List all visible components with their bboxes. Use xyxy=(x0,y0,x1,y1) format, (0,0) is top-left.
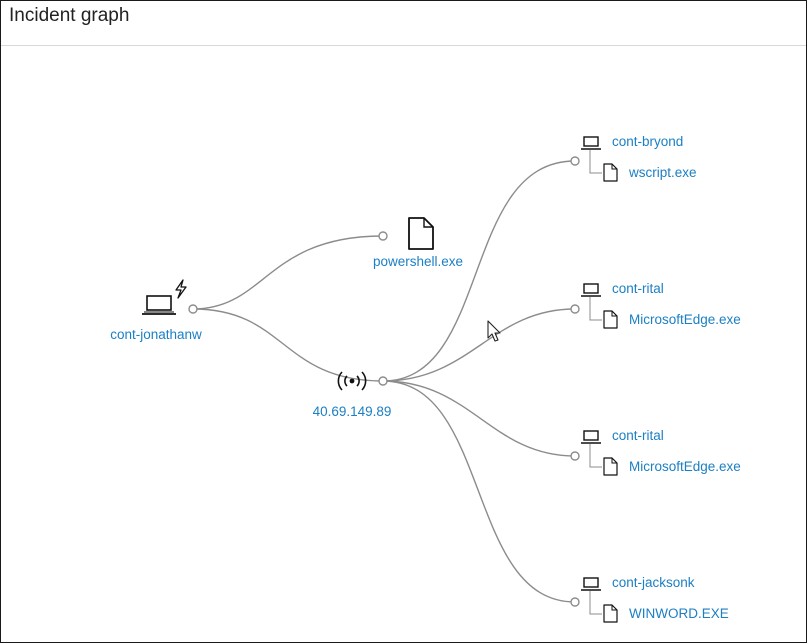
host-node-label[interactable]: cont-rital xyxy=(612,281,664,296)
port-ip xyxy=(378,376,388,386)
host-process-label[interactable]: WINWORD.EXE xyxy=(629,606,729,621)
port-host-3 xyxy=(570,451,580,461)
laptop-icon xyxy=(142,295,176,315)
port-host-2 xyxy=(570,304,580,314)
edge-source-ip xyxy=(192,308,384,382)
graph-canvas[interactable]: cont-jonathanw powershell.exe 40.69.149.… xyxy=(1,46,806,642)
antenna-icon xyxy=(337,371,367,391)
ip-node-label[interactable]: 40.69.149.89 xyxy=(312,404,392,419)
title-divider xyxy=(1,45,806,46)
edge-ip-host-3 xyxy=(382,380,576,457)
lightning-icon xyxy=(175,279,187,299)
host-node-label[interactable]: cont-bryond xyxy=(612,134,684,149)
file-icon xyxy=(603,163,619,183)
port-process xyxy=(378,231,388,241)
file-icon xyxy=(408,217,434,250)
host-process-label[interactable]: MicrosoftEdge.exe xyxy=(629,312,741,327)
source-node[interactable] xyxy=(141,278,191,318)
host-process-label[interactable]: MicrosoftEdge.exe xyxy=(629,459,741,474)
panel-title: Incident graph xyxy=(9,5,130,26)
port-source xyxy=(188,304,198,314)
ip-node[interactable] xyxy=(335,368,375,394)
edge-ip-host-4 xyxy=(382,380,576,603)
process-node-label[interactable]: powershell.exe xyxy=(373,254,464,269)
source-node-label[interactable]: cont-jonathanw xyxy=(110,327,202,342)
host-node-label[interactable]: cont-jacksonk xyxy=(612,575,695,590)
mouse-cursor-icon xyxy=(487,320,503,349)
file-icon xyxy=(603,604,619,624)
laptop-icon xyxy=(581,281,603,299)
file-icon xyxy=(603,457,619,477)
laptop-icon xyxy=(581,428,603,446)
host-node-label[interactable]: cont-rital xyxy=(612,428,664,443)
edge-ip-host-2 xyxy=(382,308,576,382)
laptop-icon xyxy=(581,575,603,593)
graph-edges xyxy=(188,150,602,615)
process-node[interactable] xyxy=(407,216,437,252)
edge-source-process xyxy=(192,235,384,310)
port-host-1 xyxy=(570,156,580,166)
file-icon xyxy=(603,310,619,330)
host-process-label[interactable]: wscript.exe xyxy=(629,165,697,180)
port-host-4 xyxy=(570,597,580,607)
laptop-icon xyxy=(581,134,603,152)
edge-ip-host-1 xyxy=(382,160,576,382)
